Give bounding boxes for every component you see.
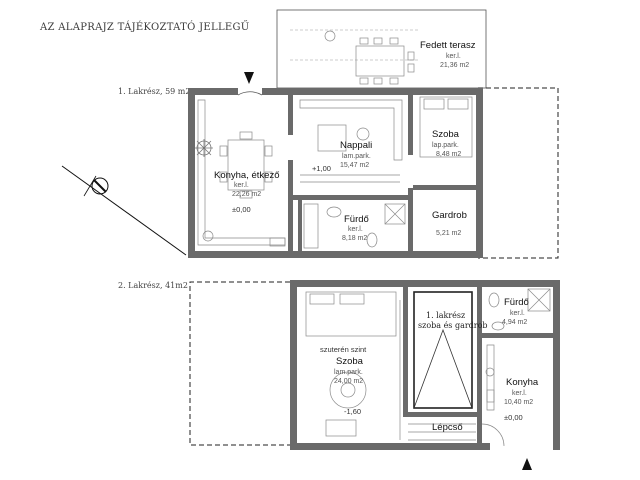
kitchen-2-sink-icon <box>485 367 495 377</box>
room-finish-bedroom-1: lap.park. <box>432 142 459 149</box>
toilet-2-icon <box>488 292 500 308</box>
apartment-1-label: 1. Lakrész, 59 m2 <box>118 87 190 96</box>
double-bed-icon <box>305 291 397 337</box>
room-area-terrace: 21,36 m2 <box>440 62 469 69</box>
north-arrow-icon <box>61 165 187 256</box>
room-name-stairs: Lépcső <box>432 422 463 433</box>
apartment-2: 2. Lakrész, 41m2 1. lakrész szoba és gar… <box>118 280 560 470</box>
kitchen-sink-icon <box>202 230 214 242</box>
bed-icon <box>419 96 473 158</box>
dining-table-icon <box>227 139 265 191</box>
apartment-2-walls <box>290 280 560 450</box>
room-area-bath-2: 4,94 m2 <box>502 319 527 326</box>
room-level-kitchen-2: ±0,00 <box>504 413 523 422</box>
room-area-bath-1: 8,18 m2 <box>342 235 367 242</box>
room-area-living: 15,47 m2 <box>340 162 369 169</box>
bathroom-1-fixtures <box>303 203 406 249</box>
room-level-bedroom-2: -1,60 <box>344 407 361 416</box>
sink-2-icon <box>491 321 505 331</box>
room-name-kitchen: Konyha, étkező <box>214 170 280 181</box>
room-finish-bath-2: ker.l. <box>510 310 525 317</box>
apartment-1-walls <box>188 88 483 258</box>
room-name-bedroom-1: Szoba <box>432 129 460 140</box>
living-plant-icon <box>356 127 370 141</box>
room-name-bath-2: Fürdő <box>504 297 529 308</box>
room-level-living: +1,00 <box>312 164 331 173</box>
room-area-bedroom-2: 24,00 m2 <box>334 378 363 385</box>
sink-icon <box>326 206 342 218</box>
room-finish-living: lam.park. <box>342 153 371 160</box>
apartment-2-label: 2. Lakrész, 41m2 <box>118 281 188 290</box>
room-finish-terrace: ker.l. <box>446 53 461 60</box>
annex-label-1: 1. lakrész <box>426 311 465 320</box>
plant-icon <box>195 139 213 157</box>
toilet-icon <box>366 232 378 248</box>
shower-icon <box>384 203 406 225</box>
entrance-2-arrow-icon <box>522 458 532 470</box>
annex-roof-lines <box>413 328 473 409</box>
kitchen-2-furniture <box>481 344 505 447</box>
room-finish-kitchen: ker.l. <box>234 182 249 189</box>
stairs-icon <box>408 423 476 441</box>
room-finish-bedroom-2: lam.park. <box>334 369 363 376</box>
room-area-wardrobe: 5,21 m2 <box>436 230 461 237</box>
room-name-bedroom-2: Szoba <box>336 356 364 367</box>
room-level-kitchen: ±0,00 <box>232 205 251 214</box>
kitchen-furniture <box>197 99 286 247</box>
bathtub-icon <box>303 203 319 249</box>
room-name-wardrobe: Gardrob <box>432 210 467 221</box>
room-name-kitchen-2: Konyha <box>506 377 539 388</box>
stove-icon <box>269 237 286 247</box>
apartment-1: 1. Lakrész, 59 m2 Fedett teras <box>118 9 559 259</box>
bedroom-2-furniture <box>305 291 401 440</box>
apartment-1-extension-outline <box>478 87 559 259</box>
room-area-bedroom-1: 8,48 m2 <box>436 151 461 158</box>
room-name-bath-1: Fürdő <box>344 214 369 225</box>
annex-label-2: szoba és gardrob <box>418 321 488 330</box>
room-finish-kitchen-2: ker.l. <box>512 390 527 397</box>
room-level-note-bedroom-2: szuterén szint <box>320 345 367 354</box>
room-area-kitchen: 22,26 m2 <box>232 191 261 198</box>
room-finish-bath-1: ker.l. <box>348 226 363 233</box>
apartment-2-extension-outline <box>189 281 290 446</box>
living-furniture <box>299 99 403 183</box>
sofa-icon <box>299 99 403 161</box>
stove-2-icon <box>486 389 495 403</box>
bathroom-2-fixtures <box>488 288 551 331</box>
entrance-door-swing <box>237 91 263 96</box>
annex-frame <box>413 291 473 409</box>
terrace-table-icon <box>324 30 415 85</box>
shower-2-icon <box>527 288 551 312</box>
room-area-kitchen-2: 10,40 m2 <box>504 399 533 406</box>
entrance-arrow-icon <box>244 72 254 84</box>
page-title: AZ ALAPRAJZ TÁJÉKOZTATÓ JELLEGŰ <box>39 20 250 33</box>
room-name-terrace: Fedett terasz <box>420 40 476 51</box>
room-name-living: Nappali <box>340 140 372 151</box>
